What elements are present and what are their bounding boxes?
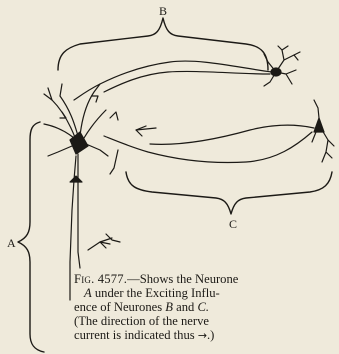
- brace-a: [18, 122, 44, 352]
- caption-line-3: ence of Neurones B and C.: [74, 300, 339, 314]
- caption-line-3-text: ence of Neurones: [74, 300, 165, 314]
- caption-line-4: (The direction of the nerve: [74, 314, 339, 328]
- caption-line-2: A under the Exciting Influ-: [74, 286, 339, 300]
- caption-neurone-c: C.: [197, 300, 209, 314]
- label-neurone-b: B: [159, 5, 167, 17]
- caption-neurone-a: A: [84, 286, 92, 300]
- direction-arrows: [110, 112, 156, 136]
- neurone-a: [44, 84, 120, 300]
- caption-line-5-text: current is indicated thus: [74, 328, 195, 342]
- label-neurone-c: C: [229, 218, 237, 230]
- figure-caption: Fig. 4577.—Shows the Neurone A under the…: [74, 272, 339, 343]
- neurone-c: [104, 100, 334, 174]
- brace-c: [126, 172, 332, 214]
- caption-neurone-b: B: [165, 300, 173, 314]
- caption-line-5-end: .): [207, 328, 214, 342]
- figure-number: Fig. 4577.: [74, 272, 127, 286]
- caption-line-3-and: and: [173, 300, 197, 314]
- caption-line-1-text: —Shows the Neurone: [127, 272, 238, 286]
- neurone-b: [74, 46, 300, 100]
- caption-line-2-text: under the Exciting Influ-: [92, 286, 220, 300]
- arrow-icon: →: [198, 329, 207, 342]
- brace-b: [58, 18, 268, 70]
- label-neurone-a: A: [7, 237, 16, 249]
- caption-line-1: Fig. 4577.—Shows the Neurone: [74, 272, 339, 286]
- caption-line-5: current is indicated thus →.): [74, 328, 339, 343]
